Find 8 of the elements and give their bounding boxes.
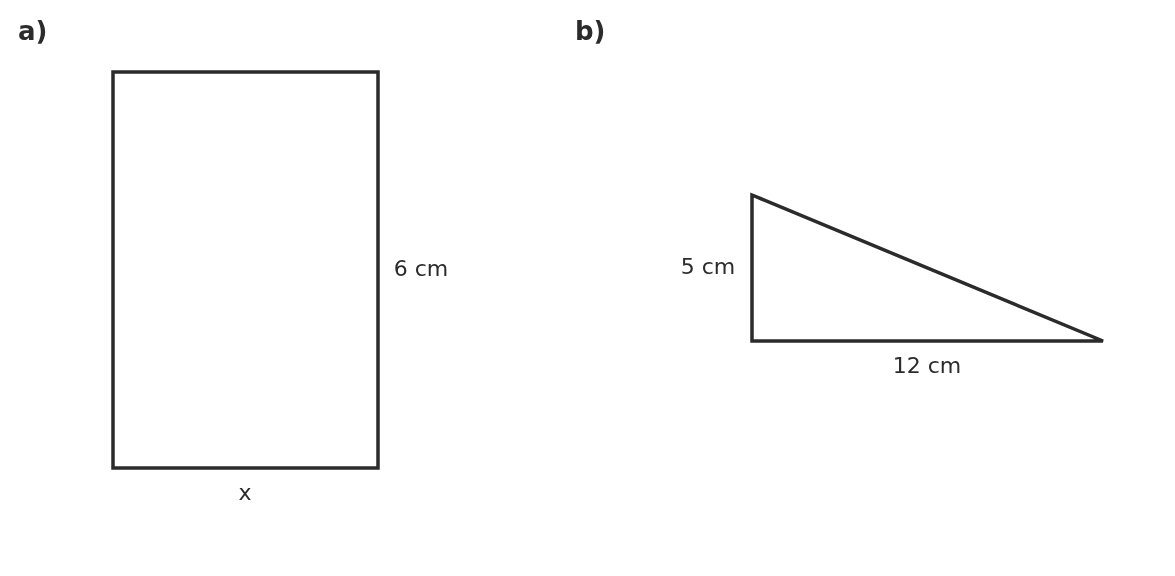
panel-label: b) xyxy=(575,18,606,44)
panel-label: a) xyxy=(18,18,48,44)
dimension-label: 5 cm xyxy=(680,256,736,278)
dimension-label: x xyxy=(238,482,252,504)
dimension-label: 6 cm xyxy=(393,258,449,280)
dimension-label: 12 cm xyxy=(892,355,962,377)
right-triangle xyxy=(750,192,1105,343)
rectangle xyxy=(111,70,380,470)
